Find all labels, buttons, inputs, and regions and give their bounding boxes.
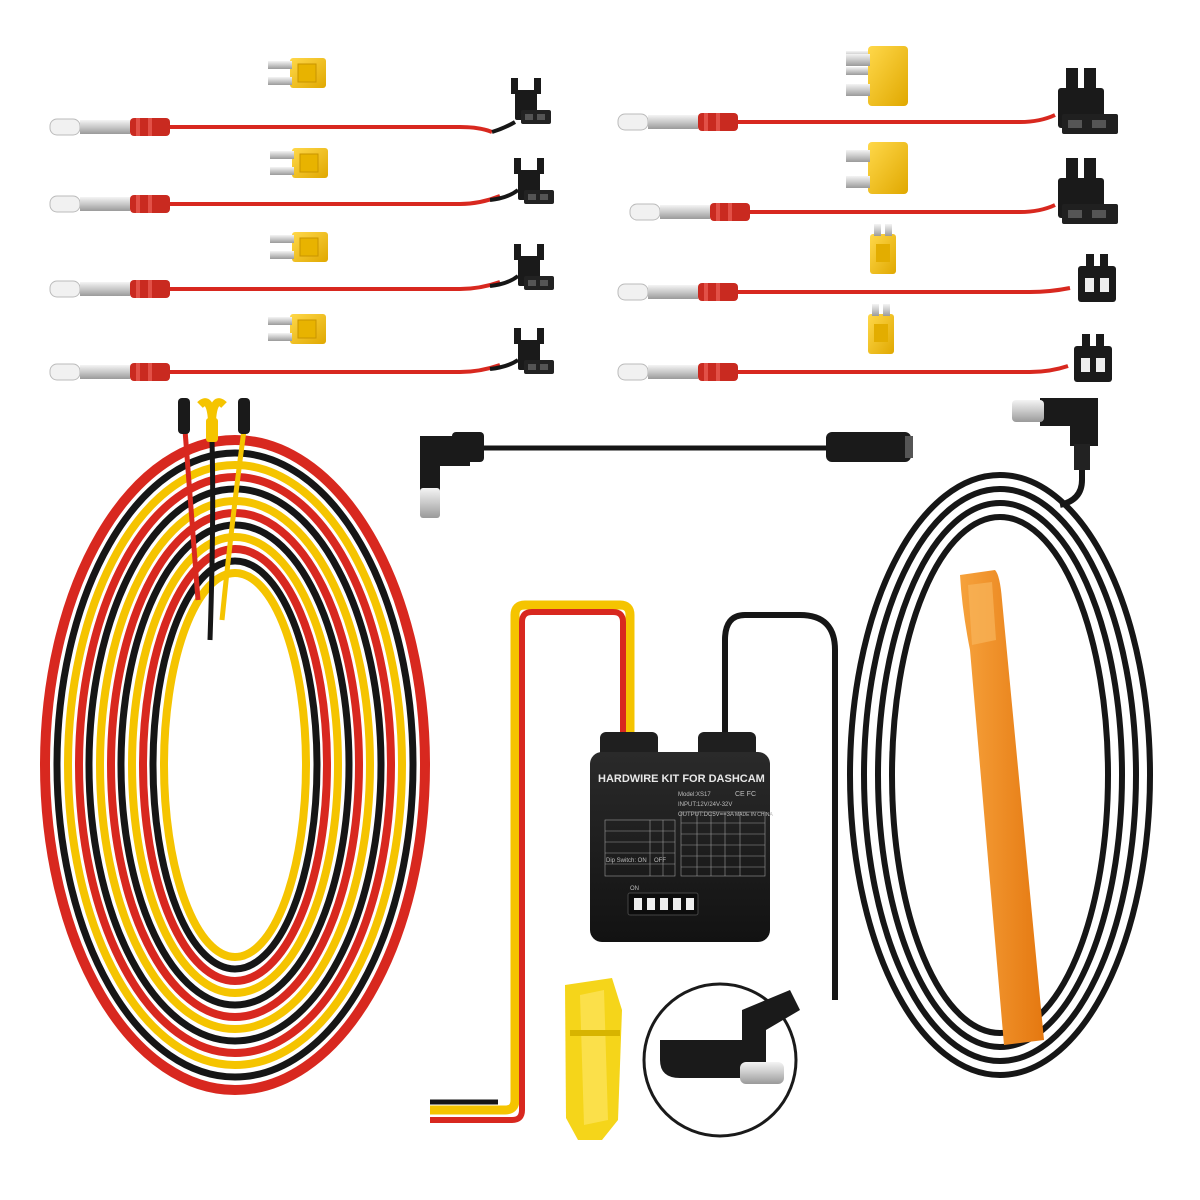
module-output: OUTPUT:DC5V==3A (678, 812, 734, 818)
dip-switch: ON (627, 886, 699, 916)
module-made-in: MADE IN CHINA (735, 812, 773, 818)
module-cert: CE FC (735, 791, 756, 798)
fuse-tap-cable-3 (49, 231, 554, 299)
fuse-tap-cable-8 (617, 304, 1112, 382)
module-settings-table (604, 811, 766, 877)
fuse-tap-set-right (617, 46, 1118, 382)
usb-c-zoom-inset (642, 982, 800, 1138)
module-title: HARDWIRE KIT FOR DASHCAM (598, 773, 765, 785)
dip-switch-label: Dip Switch: ON (606, 858, 647, 864)
module-model: Model:XS17 (678, 792, 711, 798)
module-input: INPUT:12V/24V-32V (678, 802, 732, 808)
fuse-tap-cable-6 (629, 142, 1118, 224)
fuse-puller-icon (565, 978, 622, 1140)
pry-tool-icon (960, 570, 1044, 1045)
fuse-tap-cable-5 (617, 46, 1118, 134)
fuse-tap-set-left (49, 57, 554, 382)
fuse-tap-cable-4 (49, 313, 554, 382)
usb-c-connector-icon (740, 1062, 784, 1084)
fuse-tap-cable-1 (49, 57, 551, 137)
tri-wire-coil (40, 398, 635, 1123)
hardwire-module-icon: HARDWIRE KIT FOR DASHCAM Model:XS17 INPU… (590, 732, 773, 942)
usb-c-connector-icon (420, 488, 440, 518)
dip-off-label: OFF (654, 858, 666, 864)
fuse-tap-cable-2 (49, 147, 554, 214)
usb-c-right-angle-plug (1012, 398, 1098, 470)
usb-c-extension-cable (420, 432, 913, 518)
usb-c-connector-icon (1012, 400, 1044, 422)
fuse-tap-cable-7 (617, 224, 1116, 302)
usb-c-coil-cable (722, 440, 1153, 1078)
dip-on-label: ON (630, 886, 639, 892)
